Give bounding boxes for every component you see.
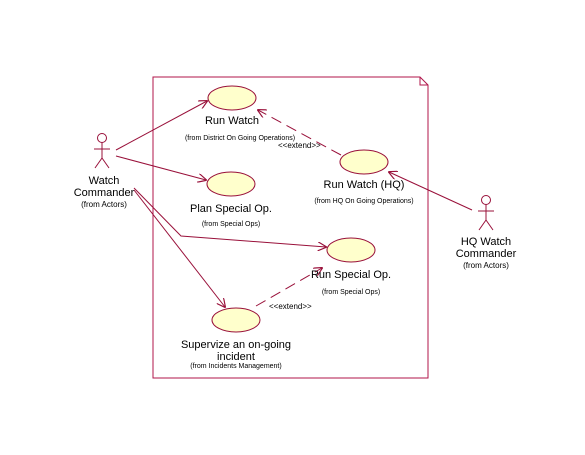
plan-special-op-origin: (from Special Ops) [201,221,261,228]
plan-special-op-label: Plan Special Op. [190,203,272,215]
system-boundary [152,76,429,379]
extend-supervize-to-run-special-op [255,268,322,307]
association-hq-run-watch-hq [389,172,473,211]
extend-stereotype-bottom: <<extend>> [269,302,312,311]
usecase-run-watch-hq[interactable] [339,149,389,175]
association-wc-plan-special-op [115,155,206,180]
supervize-incident-origin: (from Incidents Management) [190,363,282,370]
run-watch-hq-label: Run Watch (HQ) [323,179,405,191]
usecase-supervize-incident[interactable] [211,307,261,333]
run-watch-hq-origin: (from HQ On Going Operations) [314,198,414,205]
association-wc-supervize [133,189,225,307]
hq-watch-commander-actor-icon[interactable] [478,195,494,231]
watch-commander-actor-icon[interactable] [94,133,110,169]
hq-watch-commander-origin: (from Actors) [463,261,509,270]
usecase-plan-special-op[interactable] [206,171,256,197]
run-watch-origin: (from District On Going Operations) [184,135,296,142]
association-wc-run-special-op [133,187,326,247]
run-watch-label: Run Watch [204,115,260,127]
watch-commander-label: Watch Commander [73,175,135,199]
extend-run-watch-hq-to-run-watch [258,110,342,156]
run-special-op-origin: (from Special Ops) [321,289,381,296]
watch-commander-origin: (from Actors) [81,200,127,209]
association-wc-run-watch [115,101,207,151]
usecase-run-special-op[interactable] [326,237,376,263]
run-special-op-label: Run Special Op. [310,269,392,281]
supervize-incident-label: Supervize an on-going incident [180,339,292,363]
usecase-run-watch[interactable] [207,85,257,111]
hq-watch-commander-label: HQ Watch Commander [455,236,517,260]
extend-stereotype-top: <<extend>> [278,141,321,150]
